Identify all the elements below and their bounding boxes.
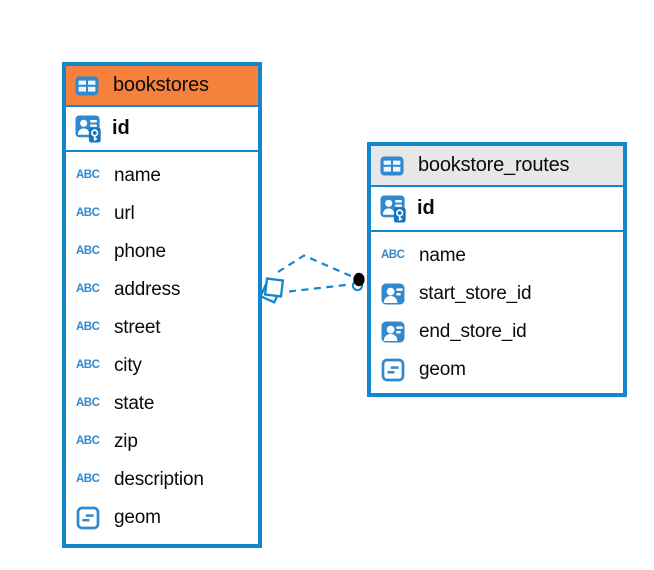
column-row-pk[interactable]: id bbox=[66, 107, 258, 152]
geometry-icon bbox=[381, 358, 410, 382]
column-row[interactable]: ABC name bbox=[371, 237, 623, 275]
column-list: ABC name start_store_id end_store_id ge bbox=[371, 232, 623, 392]
person-key-icon bbox=[380, 195, 409, 223]
geometry-icon bbox=[76, 506, 105, 530]
abc-icon: ABC bbox=[76, 434, 100, 448]
column-row-pk[interactable]: id bbox=[371, 187, 623, 232]
relation-line-upper[interactable] bbox=[277, 254, 353, 278]
entity-table-bookstores[interactable]: bookstores id ABC name ABC url ABC phone… bbox=[62, 62, 262, 548]
person-key-icon bbox=[75, 115, 104, 143]
column-row[interactable]: ABC address bbox=[66, 271, 258, 309]
column-row[interactable]: start_store_id bbox=[371, 275, 623, 313]
column-row[interactable]: ABC street bbox=[66, 309, 258, 347]
column-row[interactable]: geom bbox=[371, 351, 623, 389]
column-name: description bbox=[114, 469, 204, 490]
column-row[interactable]: ABC city bbox=[66, 347, 258, 385]
column-name: start_store_id bbox=[419, 283, 532, 304]
relation-line-lower[interactable] bbox=[288, 283, 351, 293]
abc-icon: ABC bbox=[381, 248, 405, 262]
relation-target-marker-dot-icon[interactable] bbox=[351, 272, 365, 292]
table-title: bookstore_routes bbox=[418, 154, 570, 176]
abc-icon: ABC bbox=[76, 168, 100, 182]
abc-icon: ABC bbox=[76, 244, 100, 258]
abc-icon: ABC bbox=[76, 396, 100, 410]
person-icon bbox=[381, 283, 410, 305]
table-header-bookstore-routes[interactable]: bookstore_routes bbox=[371, 146, 623, 187]
table-icon bbox=[75, 76, 104, 96]
entity-table-bookstore-routes[interactable]: bookstore_routes id ABC name start_store… bbox=[367, 142, 627, 397]
table-title: bookstores bbox=[113, 74, 209, 96]
table-header-bookstores[interactable]: bookstores bbox=[66, 66, 258, 107]
relation-source-marker-squares-icon[interactable] bbox=[259, 277, 285, 304]
column-row[interactable]: ABC description bbox=[66, 461, 258, 499]
person-icon bbox=[381, 321, 410, 343]
table-icon bbox=[380, 156, 409, 176]
column-name: state bbox=[114, 393, 155, 414]
column-name: name bbox=[419, 245, 466, 266]
column-name: zip bbox=[114, 431, 138, 452]
column-row[interactable]: geom bbox=[66, 499, 258, 537]
column-name: id bbox=[112, 117, 130, 139]
abc-icon: ABC bbox=[76, 358, 100, 372]
column-name: phone bbox=[114, 241, 166, 262]
column-name: name bbox=[114, 165, 161, 186]
abc-icon: ABC bbox=[76, 282, 100, 296]
column-row[interactable]: ABC url bbox=[66, 195, 258, 233]
column-name: geom bbox=[419, 359, 466, 380]
column-list: ABC name ABC url ABC phone ABC address A… bbox=[66, 152, 258, 540]
column-name: address bbox=[114, 279, 181, 300]
column-name: id bbox=[417, 197, 435, 219]
column-name: url bbox=[114, 203, 135, 224]
column-name: city bbox=[114, 355, 142, 376]
column-row[interactable]: ABC zip bbox=[66, 423, 258, 461]
column-row[interactable]: ABC name bbox=[66, 157, 258, 195]
abc-icon: ABC bbox=[76, 472, 100, 486]
column-name: street bbox=[114, 317, 161, 338]
column-row[interactable]: ABC phone bbox=[66, 233, 258, 271]
column-row[interactable]: end_store_id bbox=[371, 313, 623, 351]
abc-icon: ABC bbox=[76, 206, 100, 220]
column-name: end_store_id bbox=[419, 321, 527, 342]
abc-icon: ABC bbox=[76, 320, 100, 334]
column-name: geom bbox=[114, 507, 161, 528]
column-row[interactable]: ABC state bbox=[66, 385, 258, 423]
